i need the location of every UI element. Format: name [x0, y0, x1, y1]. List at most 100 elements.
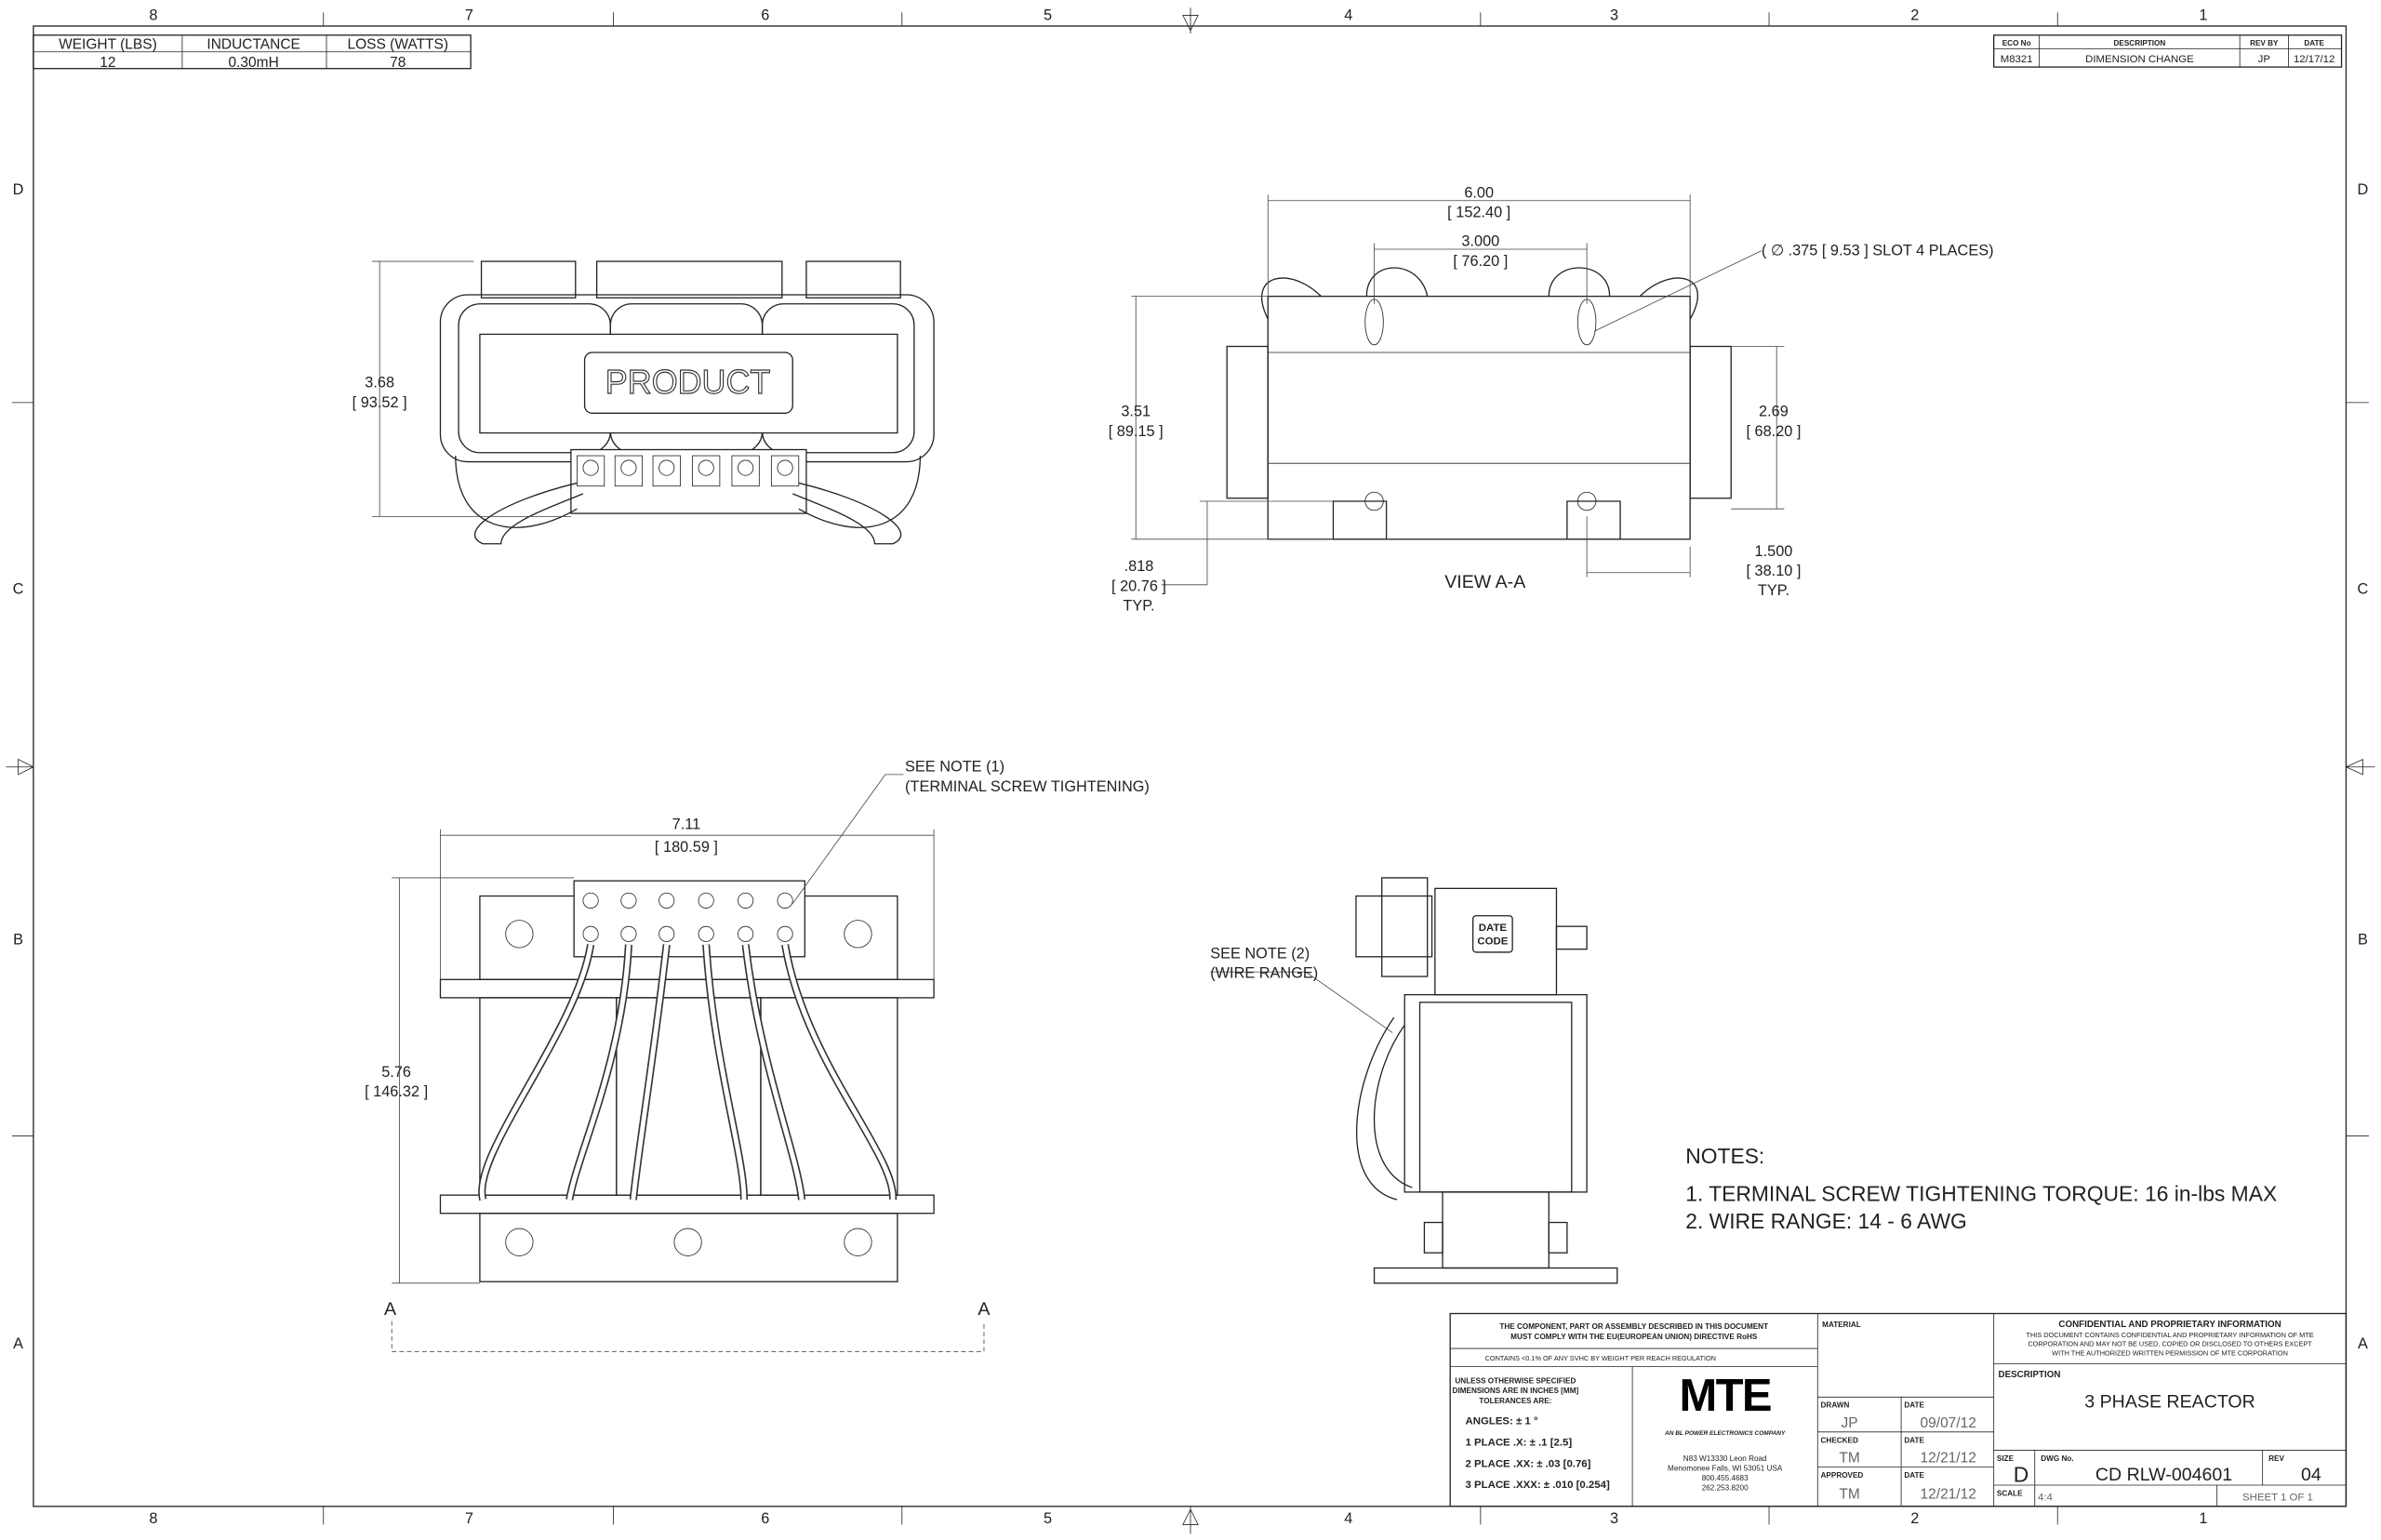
note-item: 2. WIRE RANGE: 14 - 6 AWG: [1685, 1209, 1967, 1233]
zone-col-label: 4: [1344, 7, 1352, 23]
dim-height-mm: [ 89.15 ]: [1109, 423, 1164, 440]
tolerance-angles: ANGLES: ± 1 °: [1466, 1416, 1538, 1427]
note2-callout: SEE NOTE (2): [1210, 945, 1310, 962]
tolerance-header: UNLESS OTHERWISE SPECIFIED: [1455, 1377, 1576, 1386]
spec-header: INDUCTANCE: [206, 36, 299, 52]
rev-eco: M8321: [2001, 54, 2033, 65]
logo-tagline: AN BL POWER ELECTRONICS COMPANY: [1664, 1430, 1786, 1437]
dim-height-mm: [ 146.32 ]: [365, 1083, 428, 1100]
dim-foot-mm: [ 20.76 ]: [1111, 578, 1166, 594]
confidential-text: WITH THE AUTHORIZED WRITTEN PERMISSION O…: [2052, 1348, 2288, 1357]
front-view: SEE NOTE (1) (TERMINAL SCREW TIGHTENING)…: [365, 759, 1150, 1352]
dim-foot-typ: TYP.: [1123, 598, 1154, 615]
date-code-label: DATE: [1479, 923, 1508, 934]
scale-value: 4:4: [2038, 1492, 2054, 1503]
spec-header: LOSS (WATTS): [348, 36, 449, 52]
size-label: SIZE: [1997, 1454, 2015, 1463]
tolerance-header: DIMENSIONS ARE IN INCHES [MM]: [1453, 1387, 1579, 1395]
address-line: 262.253.8200: [1702, 1484, 1749, 1493]
tolerance-3place: 3 PLACE .XXX: ± .010 [0.254]: [1466, 1480, 1610, 1491]
view-a-a: 6.00 [ 152.40 ] 3.000 [ 76.20 ] ( ∅ .375…: [1109, 184, 1994, 614]
rev-header: ECO No: [2002, 39, 2031, 47]
specs-table: WEIGHT (LBS) INDUCTANCE LOSS (WATTS) 12 …: [33, 34, 472, 71]
notes-title: NOTES:: [1685, 1144, 1764, 1168]
date-code-label: CODE: [1477, 936, 1508, 948]
zone-col-label: 2: [1910, 7, 1919, 23]
title-block: THE COMPONENT, PART OR ASSEMBLY DESCRIBE…: [1449, 1312, 2348, 1507]
zone-col-label: 8: [149, 7, 157, 23]
rev-by: JP: [2258, 54, 2270, 65]
date-label: DATE: [1904, 1436, 1924, 1444]
checked-label: CHECKED: [1821, 1436, 1858, 1444]
revision-table: ECO No DESCRIPTION REV BY DATE M8321 DIM…: [1993, 34, 2343, 68]
address-line: 800.455.4683: [1702, 1474, 1749, 1482]
view-title: VIEW A-A: [1444, 572, 1526, 592]
dwg-no-label: DWG No.: [2041, 1454, 2073, 1463]
product-label: PRODUCT: [605, 363, 771, 401]
rohs-notice: MUST COMPLY WITH THE EU(EUROPEAN UNION) …: [1510, 1333, 1758, 1341]
rev-header: DESCRIPTION: [2114, 39, 2166, 47]
dim-height-in: 5.76: [381, 1064, 411, 1081]
spec-value: 0.30mH: [229, 55, 279, 71]
zone-row-label: B: [2358, 932, 2368, 949]
rev-header: REV BY: [2250, 39, 2279, 47]
zone-row-label: C: [2358, 581, 2369, 598]
rev-label: REV: [2268, 1454, 2284, 1463]
dim-height-in: 3.68: [365, 375, 394, 392]
zone-col-label: 8: [149, 1510, 157, 1527]
note1-callout-detail: (TERMINAL SCREW TIGHTENING): [905, 778, 1150, 795]
dim-foot-in: .818: [1124, 558, 1154, 575]
rev-description: DIMENSION CHANGE: [2085, 54, 2194, 65]
dim-width-in: 7.11: [672, 816, 701, 833]
mte-logo: MTE: [1679, 1371, 1770, 1421]
top-view: PRODUCT 3.68 [ 93.52 ]: [352, 260, 935, 545]
zone-col-label: 4: [1344, 1510, 1352, 1527]
approved-label: APPROVED: [1821, 1471, 1864, 1480]
dim-inner-height-mm: [ 68.20 ]: [1746, 423, 1801, 440]
confidential-text: CORPORATION AND MAY NOT BE USED, COPIED …: [2028, 1340, 2312, 1348]
zone-row-label: A: [13, 1335, 23, 1352]
zone-row-label: A: [2358, 1335, 2368, 1352]
spec-value: 78: [390, 55, 406, 71]
tolerance-2place: 2 PLACE .XX: ± .03 [0.76]: [1466, 1458, 1591, 1469]
address-line: Menomonee Falls, WI 53051 USA: [1668, 1464, 1783, 1472]
sheet-number: SHEET 1 OF 1: [2242, 1492, 2313, 1503]
zone-markers: 8 7 6 5 4 3 2 1 8 7 6 5 4 3 2 1 D C B A …: [6, 7, 2375, 1534]
side-view: DATE CODE SEE NOTE (2) (WIRE RANGE): [1210, 877, 1618, 1284]
drawing-border: [33, 25, 2348, 1507]
size-value: D: [2014, 1463, 2029, 1487]
dim-slot-spacing-mm: [ 76.20 ]: [1453, 253, 1508, 270]
checked-date: 12/21/12: [1921, 1450, 1976, 1466]
confidential-text: THIS DOCUMENT CONTAINS CONFIDENTIAL AND …: [2026, 1331, 2313, 1339]
dwg-no-value: CD RLW-004601: [2095, 1465, 2232, 1485]
zone-col-label: 1: [2199, 1510, 2207, 1527]
date-label: DATE: [1904, 1471, 1924, 1480]
zone-row-label: D: [13, 181, 24, 198]
dim-width-mm: [ 180.59 ]: [655, 839, 718, 856]
zone-col-label: 2: [1910, 1510, 1919, 1527]
dim-slot-edge-in: 1.500: [1755, 543, 1793, 560]
checked-by: TM: [1839, 1450, 1859, 1466]
zone-col-label: 5: [1044, 1510, 1052, 1527]
zone-col-label: 3: [1610, 1510, 1618, 1527]
zone-col-label: 1: [2199, 7, 2207, 23]
dim-height-in: 3.51: [1121, 404, 1151, 420]
drawn-date: 09/07/12: [1921, 1415, 1976, 1431]
slot-note: ( ∅ .375 [ 9.53 ] SLOT 4 PLACES): [1762, 243, 1994, 259]
note-item: 1. TERMINAL SCREW TIGHTENING TORQUE: 16 …: [1685, 1182, 2277, 1206]
dim-inner-height-in: 2.69: [1759, 404, 1789, 420]
tolerance-1place: 1 PLACE .X: ± .1 [2.5]: [1466, 1438, 1573, 1449]
rohs-notice: THE COMPONENT, PART OR ASSEMBLY DESCRIBE…: [1499, 1322, 1768, 1331]
address-line: N83 W13330 Leon Road: [1683, 1454, 1767, 1463]
drawn-by: JP: [1842, 1415, 1858, 1431]
dim-slot-spacing-in: 3.000: [1461, 233, 1499, 250]
material-label: MATERIAL: [1822, 1321, 1861, 1329]
dim-slot-edge-typ: TYP.: [1758, 582, 1789, 599]
section-label: A: [384, 1299, 397, 1320]
notes: NOTES: 1. TERMINAL SCREW TIGHTENING TORQ…: [1685, 1144, 2277, 1233]
zone-col-label: 5: [1044, 7, 1052, 23]
spec-header: WEIGHT (LBS): [59, 36, 157, 52]
dim-width-mm: [ 152.40 ]: [1447, 205, 1510, 221]
zone-row-label: D: [2358, 181, 2369, 198]
